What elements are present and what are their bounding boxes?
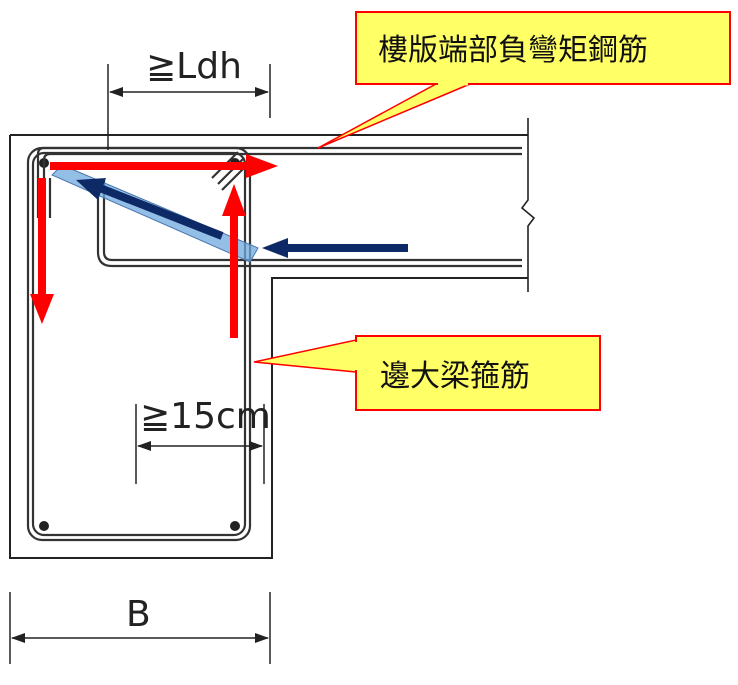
slab-break-line <box>520 118 536 292</box>
callout-beam-stirrup-text: 邊大梁箍筋 <box>380 359 530 394</box>
red-arrows <box>30 154 278 338</box>
dimension-ldh-label: ≧Ldh <box>146 46 242 87</box>
navy-arrows <box>76 178 408 258</box>
callout-slab-top-bar: 樓版端部負彎矩鋼筋 <box>317 11 731 149</box>
callout-beam-stirrup: 邊大梁箍筋 <box>253 335 601 411</box>
corner-rebar <box>39 158 240 531</box>
dimension-ldh: ≧Ldh <box>107 46 271 150</box>
dimension-15cm-label: ≧15cm <box>140 396 271 437</box>
slab-bottom-bar <box>102 180 522 262</box>
dimension-b-label: B <box>126 594 151 635</box>
slab-top-bar <box>36 146 522 218</box>
callout-slab-top-bar-text: 樓版端部負彎矩鋼筋 <box>378 33 648 68</box>
dimension-b: B <box>9 592 271 664</box>
dimension-15cm: ≧15cm <box>135 396 271 484</box>
